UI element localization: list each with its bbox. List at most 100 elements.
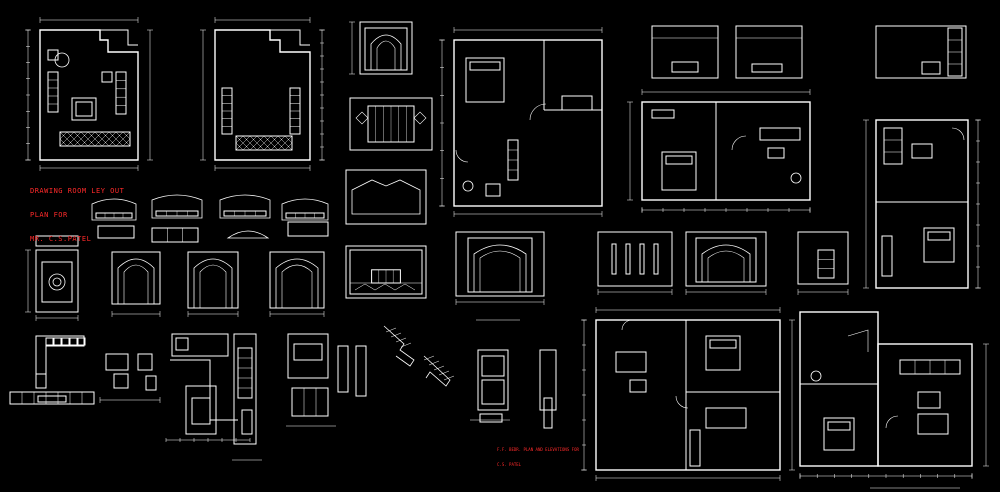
stair-tread [400,342,412,348]
arch-elevation-3-arch [275,258,319,308]
plan-e-table [917,391,941,409]
wardrobe-door [191,397,211,425]
inlay-floor-frame [35,249,79,313]
arch-elevation-2 [187,251,239,309]
counter-elevation [9,391,95,405]
plan-b-pillow [665,155,693,165]
plan-c-door-swing [951,127,965,141]
elevation-frame-a [359,21,413,75]
elevation-frame-i [597,231,673,287]
center-table-top [75,101,93,117]
note-line-2: C.S. PATEL [497,462,522,467]
plan-b-wardrobe [651,109,675,119]
plan-2-lattice [249,135,265,151]
carpet-lattice [59,131,68,140]
wardrobe-cell [175,337,189,351]
carpet-lattice [66,131,82,147]
elev-i-post [611,243,617,275]
plan-d-desk [615,351,647,373]
detail-tall-2 [539,349,557,411]
elev-g-bed [751,63,783,73]
detail-box-4 [145,375,157,391]
plan-b-sofa [759,127,801,141]
plan-e-pillow [827,421,851,431]
wardrobe-plan-top [171,333,229,357]
title-line-1: DRAWING ROOM LEY OUT [30,187,125,195]
stair-tread [438,370,450,376]
plan-d-pillow [709,339,737,349]
plan-c-desk [911,143,933,159]
carpet-lattice [101,131,117,147]
sofa-elevation-2 [151,194,203,219]
elev-k-shelves [817,249,835,279]
elevation-arch-a-arch [370,34,402,70]
elevation-arch-a-arch-inner [376,40,396,70]
bedroom-plan-b [641,101,811,201]
stair-tread [385,327,397,333]
stair-tread [390,332,402,338]
carpet-lattice [87,131,103,147]
tv-base [291,387,329,417]
side-table [47,49,59,61]
drawing-room-plan-1 [39,29,139,161]
tall-unit-elevation [233,333,257,445]
side-panel-2 [355,345,367,397]
arch-elevation-1-arch [117,258,155,304]
bedroom-plan-c [875,119,969,289]
inlay-medallion-core [52,277,62,287]
pediment-elevation [226,230,270,239]
arch-elevation-2-arch-inner [199,264,227,308]
elevation-frame-c [345,169,427,225]
plan-2-lattice [263,135,279,151]
sofa-elevation-3 [219,194,271,219]
plan-e-bed [823,417,855,451]
counter-cell [53,337,62,346]
title-line-2: PLAN FOR [30,211,68,219]
counter-cell [61,337,70,346]
elev-j-arch-arch [701,244,751,282]
wardrobe-elevation [185,385,217,435]
plan-2-recess [270,29,310,46]
elevation-arch-a [364,27,408,71]
cabinet-elevation-2 [287,221,329,237]
tv-unit-elevation [287,333,329,379]
side-panel-1 [337,345,349,393]
arch-elevation-3 [269,251,325,309]
elevation-frame-h [875,25,967,79]
plan-c-bed [923,227,955,263]
title-line-3: MR. C.S.PATEL [30,235,92,243]
cabinet-elevation-1 [151,227,199,243]
plan-d-sofa [705,407,747,429]
detail-box-3 [137,353,153,371]
wardrobe-wall [170,359,238,421]
detail-tall-1 [477,349,509,411]
elevation-d-valance [354,283,416,291]
carpet-lattice [122,131,131,140]
elevation-frame-b [349,97,433,151]
plan-2-lattice [242,135,258,151]
plan-b-bed [661,151,697,191]
detail-base [479,413,503,423]
plan-a-pillow [469,61,501,71]
elev-j-arch-arch-inner [707,250,745,282]
plan-2-lattice [235,135,244,144]
elevation-d [349,249,423,295]
bedroom-plan-e-ext [877,343,973,467]
detail-tall-2-leg [543,397,553,429]
plan-b-plant [790,172,802,184]
plan-2-lattice [277,135,293,151]
counter-cell [77,337,86,346]
detail-box-2 [113,373,129,389]
tall-unit-shelves [237,347,253,399]
detail-tall-1-bottom [481,379,505,405]
carpet-lattice [94,131,110,147]
plan-d-door-swing-2 [675,395,689,409]
elev-i-post [653,243,659,275]
counter-end [35,373,47,389]
plan-c-side-unit [881,235,893,277]
plan-a-plant [462,180,474,192]
elevation-e-arch-arch-inner [479,250,521,292]
elevation-frame-g [735,25,803,79]
stair-tread [423,355,435,361]
